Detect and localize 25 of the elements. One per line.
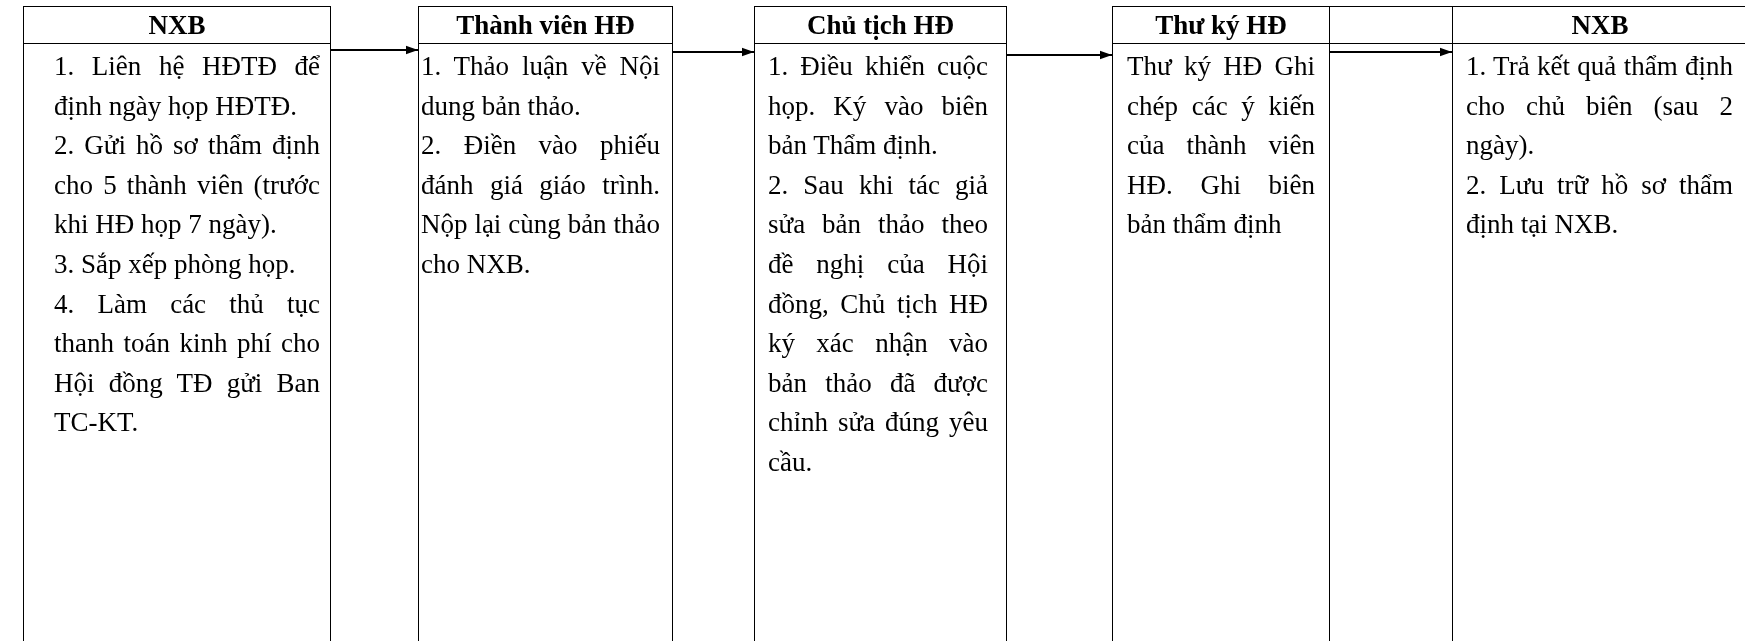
step-text: 1. Liên hệ HĐTĐ để định ngày họp HĐTĐ. <box>54 50 320 123</box>
step-text: 1. Thảo luận về Nội dung bản thảo. <box>421 50 660 123</box>
step-text: 3. Sắp xếp phòng họp. <box>54 247 297 281</box>
column-heading: NXB <box>1453 7 1745 44</box>
column-box <box>418 6 673 641</box>
column-heading: NXB <box>24 7 330 44</box>
arrow <box>672 47 755 57</box>
step-text: 1. Trả kết quả thẩm định cho chủ biên (sau 2 ngày). <box>1466 50 1733 163</box>
step-text: 2. Lưu trữ hồ sơ thẩm định tại NXB. <box>1466 168 1733 242</box>
step-text: 2. Sau khi tác giả sửa bản thảo theo đề nghị của Hội đồng, Chủ tịch HĐ ký xác nhận vào bản thảo đã được chỉnh sửa đúng yêu cầu. <box>768 168 988 479</box>
column-heading: Chủ tịch HĐ <box>755 7 1006 44</box>
step-text: 2. Gửi hồ sơ thẩm định cho 5 thành viên (trước khi HĐ họp 7 ngày). <box>54 129 320 242</box>
column-box <box>754 6 1007 641</box>
arrow <box>330 45 419 55</box>
column-box <box>1452 6 1745 641</box>
step-text: 1. Điều khiển cuộc họp. Ký vào biên bản Thẩm định. <box>768 50 988 163</box>
arrow <box>1329 47 1453 57</box>
step-text: Thư ký HĐ Ghi chép các ý kiến của thành viên HĐ. Ghi biên bản thẩm định <box>1127 50 1315 242</box>
column-box <box>1112 6 1330 641</box>
column-heading: Thư ký HĐ <box>1113 7 1329 44</box>
column-heading: Thành viên HĐ <box>419 7 672 44</box>
step-text: 4. Làm các thủ tục thanh toán kinh phí cho Hội đồng TĐ gửi Ban TC-KT. <box>54 287 320 440</box>
arrow <box>1006 50 1113 60</box>
step-text: 2. Điền vào phiếu đánh giá giáo trình. Nộp lại cùng bản thảo cho NXB. <box>421 129 660 281</box>
column-box <box>23 6 331 641</box>
